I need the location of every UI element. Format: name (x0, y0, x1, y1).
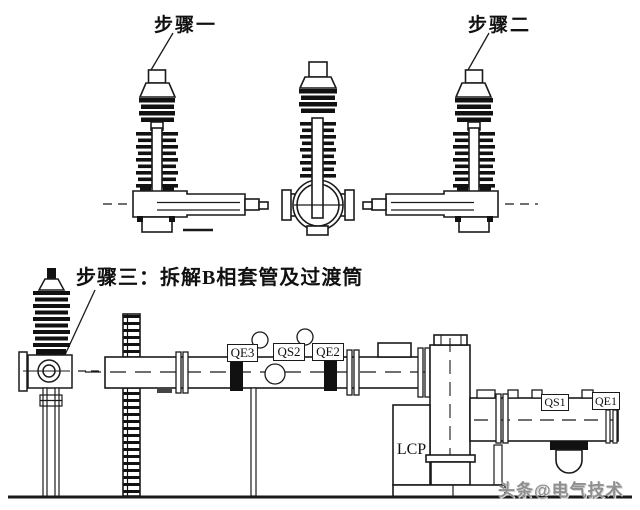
qe2-barrier-band (324, 357, 337, 391)
step2-leader-line (467, 32, 490, 71)
support-leg (54, 387, 60, 498)
tube-top-cap (377, 342, 412, 358)
label-qe3: QE3 (227, 344, 258, 362)
step-3-label: 步骤三：拆解B相套管及过渡筒 (76, 267, 364, 289)
label-lcp: LCP (396, 441, 427, 458)
step1-leader-line (150, 32, 174, 71)
lattice-column-lower (122, 387, 141, 497)
upper-shed-fins (299, 89, 337, 113)
step-1-label: 步骤一 (154, 15, 218, 36)
gis-bus-assembly (8, 313, 632, 499)
mounting-foot (141, 216, 173, 233)
label-qe1: QE1 (592, 392, 620, 410)
base-plinth (392, 484, 506, 498)
upper-shed-fins (139, 98, 175, 122)
qe3-barrier-band (230, 357, 243, 391)
tube-support-post (250, 387, 257, 497)
lattice-column-upper (122, 313, 141, 358)
center-bushing-unit (281, 61, 355, 236)
watermark: 头条@电气技术 (498, 481, 624, 500)
b-phase-bushing-assembly (18, 268, 102, 498)
label-qs1: QS1 (541, 394, 569, 411)
bell-housing (555, 449, 583, 474)
shed-fins (33, 291, 70, 355)
lcp-cabinet (392, 404, 431, 486)
flange-gaskets (140, 184, 174, 191)
upper-shed-fins (455, 98, 493, 122)
elbow-housing (132, 190, 246, 218)
support-leg (42, 387, 48, 498)
label-qe2: QE2 (312, 343, 344, 361)
label-qs2: QS2 (273, 343, 305, 361)
step1-bushing-unit (103, 32, 269, 233)
step-2-label: 步骤二 (468, 15, 532, 36)
step2-bushing-unit (362, 32, 538, 233)
elbow-housing (385, 190, 499, 218)
mounting-foot (458, 216, 490, 233)
flange-gaskets (457, 184, 491, 191)
